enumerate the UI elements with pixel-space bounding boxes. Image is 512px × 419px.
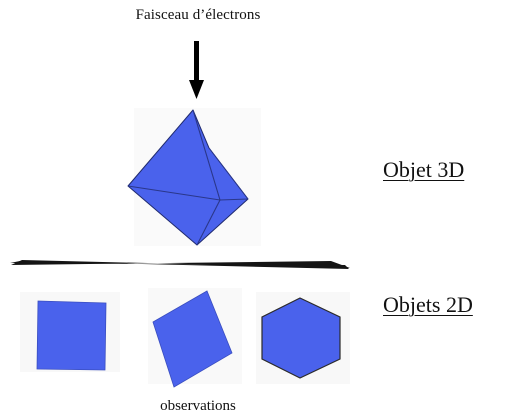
object-3d-label: Objet 3D [383,157,465,182]
observations-label: observations [160,398,236,414]
octahedron-icon [127,109,249,246]
objects-2d-label: Objets 2D [383,292,473,317]
projection-screen-edge [10,261,349,269]
square-projection [36,300,107,371]
beam-label: Faisceau d’électrons [135,7,261,23]
hexagon-projection [261,297,341,379]
projection-screen [11,260,350,268]
tilted-square-projection [152,290,233,388]
down-arrow-icon [189,41,204,99]
